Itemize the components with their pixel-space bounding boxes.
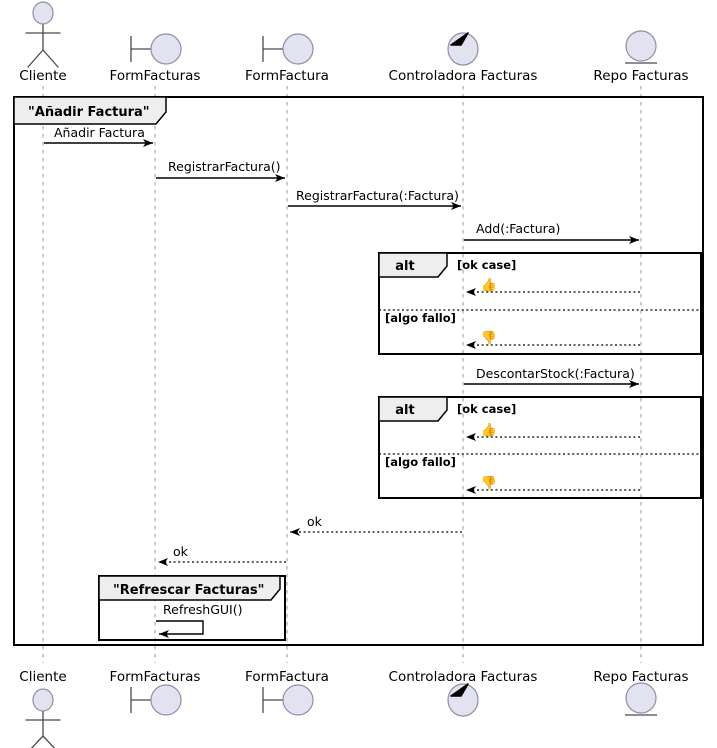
participant-cliente-top[interactable]: Cliente (19, 1, 67, 84)
thumbs-down-icon: 👎 (481, 475, 497, 491)
messages: Añadir Factura RegistrarFactura() Regist… (44, 125, 640, 566)
participant-label-controladora-top: Controladora Facturas (389, 68, 538, 84)
fragment-title-refrescar-facturas: "Refrescar Facturas" (113, 583, 264, 598)
frame-title-label: "Añadir Factura" (28, 105, 150, 120)
participant-label-formfactura-top: FormFactura (245, 68, 329, 84)
participant-controladora-top[interactable]: Controladora Facturas (389, 32, 538, 84)
participant-label-controladora-bottom: Controladora Facturas (389, 669, 538, 685)
participant-formfactura-bottom[interactable]: FormFactura (245, 669, 329, 716)
boundary-icon (262, 684, 314, 716)
participant-formfactura-top[interactable]: FormFactura (245, 33, 329, 84)
lifelines (42, 86, 642, 663)
message-return-fail-1[interactable]: 👎 (466, 330, 640, 349)
fragment-guard-algo-fallo-2: [algo fallo] (385, 455, 456, 469)
message-return-ok-2[interactable]: 👍 (466, 422, 640, 441)
message-label-add-factura: Add(:Factura) (476, 221, 560, 236)
participant-label-cliente-top: Cliente (19, 68, 66, 84)
control-icon (447, 683, 479, 717)
thumbs-up-icon: 👍 (481, 422, 497, 438)
fragment-alt-2[interactable]: alt [ok case] [algo fallo] (378, 396, 702, 499)
participant-label-repo-top: Repo Facturas (593, 68, 688, 84)
participant-label-cliente-bottom: Cliente (19, 669, 66, 685)
entity-icon (625, 30, 657, 64)
fragment-operator-alt-2: alt (395, 403, 414, 418)
message-return-ok-1[interactable]: 👍 (466, 277, 640, 296)
thumbs-down-icon: 👎 (481, 330, 497, 346)
fragment-guard-algo-fallo-1: [algo fallo] (385, 311, 456, 325)
thumbs-up-icon: 👍 (481, 277, 497, 293)
message-ok-controladora-formfactura[interactable]: ok (290, 514, 462, 536)
message-registrarfactura-factura[interactable]: RegistrarFactura(:Factura) (288, 188, 461, 210)
control-icon (447, 32, 479, 66)
fragment-guard-ok-case-2: [ok case] (457, 402, 516, 416)
message-label-registrarfactura: RegistrarFactura() (168, 159, 281, 174)
message-descontarstock[interactable]: DescontarStock(:Factura) (464, 366, 639, 388)
self-message-refreshgui[interactable]: RefreshGUI() (156, 602, 242, 638)
participant-label-formfacturas-bottom: FormFacturas (110, 669, 201, 685)
message-registrarfactura[interactable]: RegistrarFactura() (156, 159, 285, 182)
participant-controladora-bottom[interactable]: Controladora Facturas (389, 669, 538, 717)
frame-anadir-factura[interactable]: "Añadir Factura" (13, 96, 704, 646)
message-label-descontarstock: DescontarStock(:Factura) (476, 366, 635, 381)
message-label-registrarfactura-factura: RegistrarFactura(:Factura) (296, 188, 459, 203)
participant-repo-top[interactable]: Repo Facturas (593, 30, 689, 84)
message-label-anadir-factura: Añadir Factura (54, 125, 145, 140)
participant-cliente-bottom[interactable]: Cliente (19, 669, 67, 748)
participant-label-repo-bottom: Repo Facturas (593, 669, 688, 685)
participants-bottom: Cliente FormFacturas (19, 669, 689, 748)
actor-stick-figure-icon (25, 688, 61, 748)
message-add-factura[interactable]: Add(:Factura) (464, 221, 639, 244)
participant-formfacturas-top[interactable]: FormFacturas (110, 33, 201, 84)
participant-formfacturas-bottom[interactable]: FormFacturas (110, 669, 201, 716)
self-message-label-refreshgui: RefreshGUI() (163, 602, 242, 617)
message-return-fail-2[interactable]: 👎 (466, 475, 640, 494)
participant-label-formfactura-bottom: FormFactura (245, 669, 329, 685)
fragment-refrescar-facturas[interactable]: "Refrescar Facturas" RefreshGUI() (98, 575, 286, 641)
message-label-ok-1: ok (307, 514, 323, 529)
fragment-alt-1[interactable]: alt [ok case] [algo fallo] (378, 252, 702, 355)
fragment-operator-alt-1: alt (395, 259, 414, 274)
message-label-ok-2: ok (173, 544, 189, 559)
participant-repo-bottom[interactable]: Repo Facturas (593, 669, 689, 716)
fragment-guard-ok-case-1: [ok case] (457, 258, 516, 272)
participant-label-formfacturas-top: FormFacturas (110, 68, 201, 84)
entity-icon (625, 682, 657, 716)
boundary-icon (130, 33, 182, 65)
boundary-icon (130, 684, 182, 716)
message-anadir-factura[interactable]: Añadir Factura (44, 125, 153, 147)
actor-stick-figure-icon (25, 1, 61, 68)
participants-top: Cliente FormFacturas FormFactura (19, 1, 689, 84)
boundary-icon (262, 33, 314, 65)
message-ok-formfactura-formfacturas[interactable]: ok (158, 544, 286, 566)
